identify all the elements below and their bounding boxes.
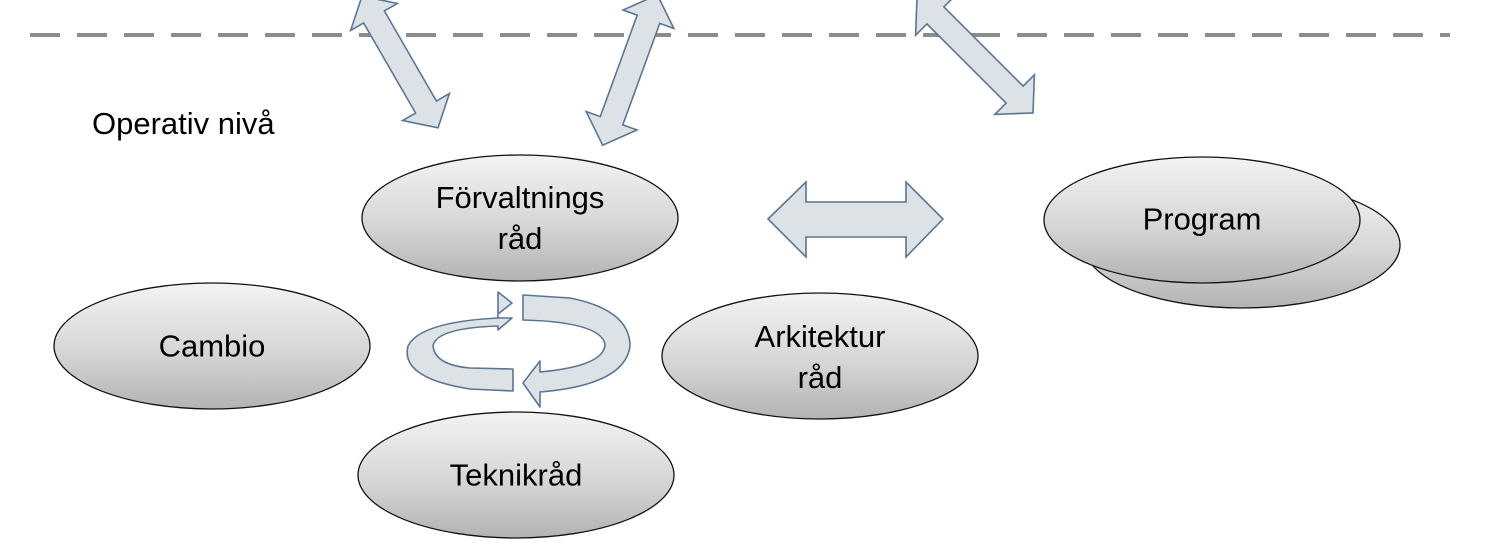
double-arrow-right-diagonal bbox=[914, 0, 1036, 116]
node-forvaltningsrad-shape bbox=[361, 154, 679, 282]
node-program-label: Program bbox=[1142, 201, 1262, 237]
node-program-front-shape bbox=[1043, 156, 1361, 284]
node-arkitekturrad-line1: Arkitektur bbox=[754, 319, 886, 354]
node-arkitekturrad-label: Arkitektur råd bbox=[755, 316, 886, 398]
node-teknikrad-shape bbox=[357, 411, 675, 539]
double-arrow-horizontal bbox=[766, 180, 945, 259]
double-arrow-left-diagonal bbox=[349, 0, 451, 129]
node-teknikrad-label: Teknikråd bbox=[449, 457, 583, 493]
node-forvaltningsrad-line1: Förvaltnings bbox=[435, 180, 605, 215]
cycle-arrows-icon bbox=[406, 291, 631, 408]
double-arrow-center-diagonal bbox=[584, 0, 676, 147]
node-forvaltningsrad-label: Förvaltnings råd bbox=[436, 177, 605, 259]
node-cambio-shape bbox=[53, 282, 371, 410]
node-arkitekturrad-line2: råd bbox=[797, 360, 843, 395]
node-forvaltningsrad-line2: råd bbox=[497, 221, 543, 256]
node-arkitekturrad-shape bbox=[661, 292, 979, 420]
node-cambio-label: Cambio bbox=[158, 328, 266, 364]
level-label: Operativ nivå bbox=[92, 106, 275, 141]
